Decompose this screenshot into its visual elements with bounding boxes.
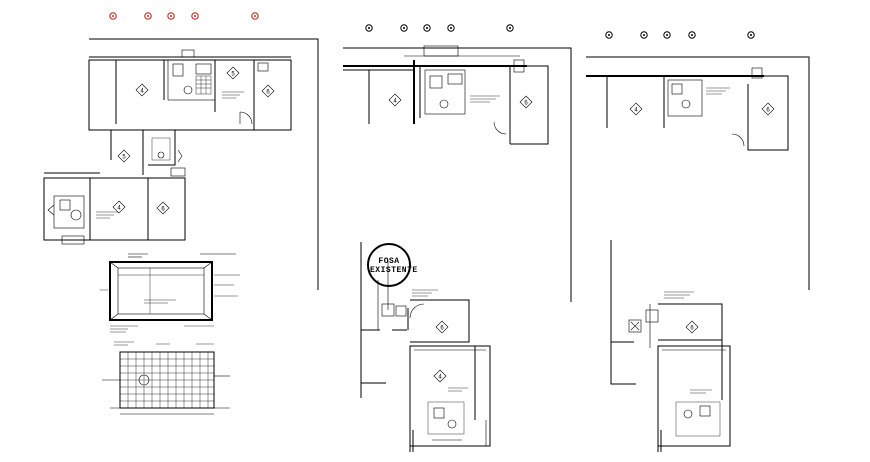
axis-bubble: [506, 24, 514, 32]
axis-bubble: [640, 31, 648, 39]
svg-text:6: 6: [766, 108, 770, 114]
room-tag: 5: [117, 149, 131, 163]
floor-plan-5: 6: [610, 240, 731, 452]
room-tag: 6: [435, 320, 449, 334]
axis-bubble: [365, 24, 373, 32]
axis-bubble: [447, 24, 455, 32]
tank-section-detail: [100, 253, 240, 333]
tank-plan-detail: [102, 341, 230, 415]
room-tag: 4: [433, 369, 447, 383]
svg-text:5: 5: [122, 155, 126, 161]
existing-pit-label-line1: FOSA: [378, 257, 400, 266]
room-tag: 4: [629, 102, 643, 116]
existing-pit-callout: [367, 243, 411, 287]
svg-text:6: 6: [266, 90, 270, 96]
axis-bubble: [251, 12, 259, 20]
sheet-frame: [89, 38, 810, 302]
axis-bubble: [144, 12, 152, 20]
svg-text:6: 6: [524, 101, 528, 107]
existing-pit-label-line2: EXISTENTE: [370, 266, 418, 275]
svg-text:4: 4: [438, 375, 442, 381]
room-tag: 4: [135, 83, 149, 97]
floor-plan-4: 6 4: [360, 242, 491, 452]
room-tag: 5: [226, 66, 240, 80]
axis-bubble: [423, 24, 431, 32]
floor-plan-2: 4 6: [343, 45, 549, 145]
svg-text:4: 4: [393, 99, 397, 105]
svg-text:4: 4: [140, 89, 144, 95]
floor-plan-1: 4 5 6 5 4: [43, 49, 292, 245]
svg-text:6: 6: [161, 207, 165, 213]
axis-bubble: [663, 31, 671, 39]
axis-bubble: [747, 31, 755, 39]
svg-text:5: 5: [231, 72, 235, 78]
axis-bubble: [109, 12, 117, 20]
floor-plan-3: 4 6: [586, 67, 789, 151]
room-tag: 6: [156, 201, 170, 215]
axis-bubble: [191, 12, 199, 20]
axis-bubble: [605, 31, 613, 39]
svg-text:4: 4: [117, 206, 121, 212]
axis-bubble: [688, 31, 696, 39]
room-tag: 4: [112, 200, 126, 214]
existing-pit-label: FOSA EXISTENTE: [370, 257, 418, 275]
svg-text:6: 6: [690, 326, 694, 332]
svg-text:4: 4: [634, 108, 638, 114]
room-tag: 6: [261, 84, 275, 98]
grid-axis-bubbles: [109, 12, 755, 39]
room-tag: 4: [388, 93, 402, 107]
room-tag: 6: [685, 320, 699, 334]
axis-bubble: [167, 12, 175, 20]
svg-text:6: 6: [440, 326, 444, 332]
axis-bubble: [400, 24, 408, 32]
room-tag: 6: [519, 95, 533, 109]
room-tag: 6: [761, 102, 775, 116]
